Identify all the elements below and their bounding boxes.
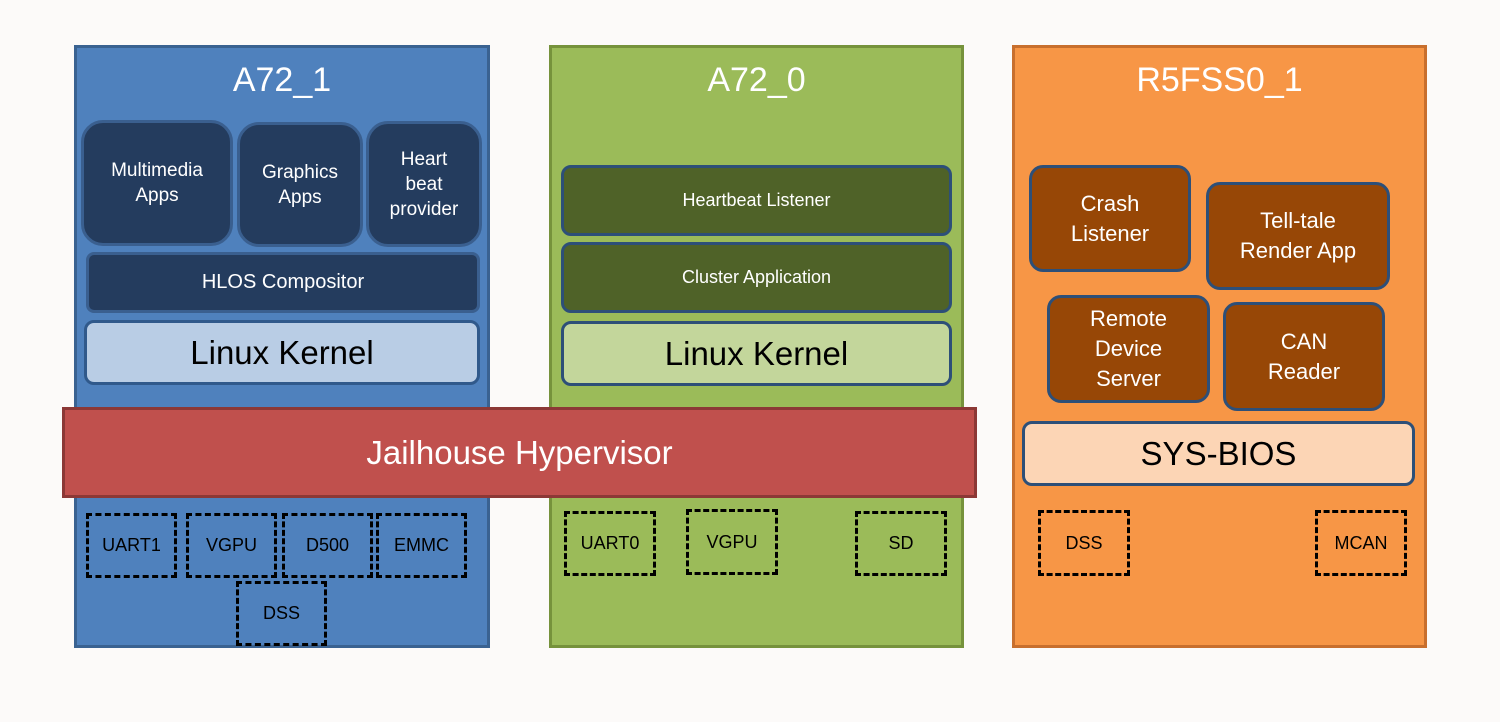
device-sd: SD [855,511,947,576]
cluster-application-box: Cluster Application [561,242,952,313]
heartbeat-listener-box: Heartbeat Listener [561,165,952,236]
a72-0-linux-kernel-box: Linux Kernel [561,321,952,386]
device-uart0: UART0 [564,511,656,576]
a72-0-title: A72_0 [707,61,806,99]
a72-1-linux-kernel-box: Linux Kernel [84,320,480,385]
device-d500: D500 [282,513,373,578]
device-uart1: UART1 [86,513,177,578]
sys-bios-box: SYS-BIOS [1022,421,1415,486]
device-emmc: EMMC [376,513,467,578]
device-vgpu: VGPU [186,513,277,578]
device-dss: DSS [236,581,327,646]
r5fss0-1-title: R5FSS0_1 [1136,61,1303,99]
hlos-compositor-box: HLOS Compositor [86,252,480,313]
device-mcan: MCAN [1315,510,1407,576]
device-dss: DSS [1038,510,1130,576]
jailhouse-hypervisor-bar: Jailhouse Hypervisor [62,407,977,498]
a72-1-title: A72_1 [232,61,332,99]
device-vgpu: VGPU [686,509,778,575]
